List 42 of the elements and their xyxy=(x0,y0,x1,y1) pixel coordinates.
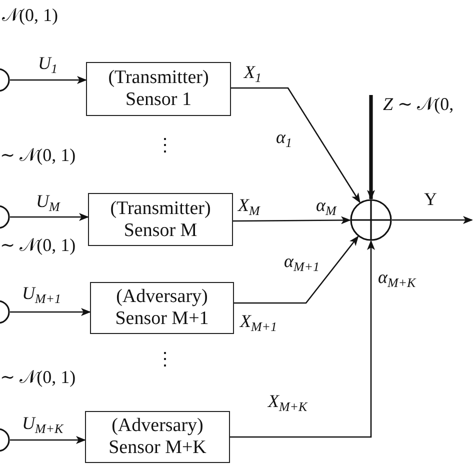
arrow xyxy=(10,76,87,84)
sensor-box xyxy=(86,62,231,116)
edge-label: U$_{1}$ xyxy=(38,54,58,76)
arrow xyxy=(392,216,473,224)
gain-label: ⋮ xyxy=(156,350,174,370)
arrow xyxy=(230,240,375,438)
gain-label: ∼ 𝒩(0, 1) xyxy=(0,368,76,388)
gain-label: ∼ 𝒩(0, 1) xyxy=(0,236,76,256)
thick-arrow xyxy=(367,95,375,200)
edge-label: X$_{M}$ xyxy=(238,196,260,218)
arrow xyxy=(231,87,360,204)
edge-label: X$_{M+1}$ xyxy=(240,312,278,334)
arrow xyxy=(10,213,89,221)
sensor-label: (Adversary) xyxy=(112,415,204,437)
gain-label: 𝒩(0, 1) xyxy=(2,6,58,26)
sensor-label: (Adversary) xyxy=(116,286,208,308)
sensor-label: Sensor M+K xyxy=(108,437,206,459)
gain-label: α$_{1}$ xyxy=(276,128,292,150)
edge-label: U$_{M+1}$ xyxy=(22,284,62,306)
edge-label: Z ∼ 𝒩(0, xyxy=(383,95,454,115)
sensor-label: Sensor 1 xyxy=(126,89,192,111)
gain-label: α$_{M+K}$ xyxy=(378,268,416,290)
sensor-box xyxy=(85,411,230,463)
sensor-label: Sensor M+1 xyxy=(115,308,209,330)
gain-label: α$_{M}$ xyxy=(316,196,336,218)
gain-label: ⋮ xyxy=(156,136,174,156)
arrow xyxy=(233,216,351,224)
edge-label: X$_{M+K}$ xyxy=(268,392,308,414)
gain-label: α$_{M+1}$ xyxy=(284,252,320,274)
arrow xyxy=(234,236,359,304)
edge-label: Y xyxy=(424,190,437,210)
sensor-box xyxy=(90,282,234,334)
sensor-label: (Transmitter) xyxy=(110,198,211,220)
arrow xyxy=(10,436,86,444)
arrow xyxy=(10,308,91,316)
edge-label: U$_{M}$ xyxy=(36,192,60,214)
edge-label: X$_{1}$ xyxy=(244,63,262,86)
gain-label: ∼ 𝒩(0, 1) xyxy=(0,146,76,166)
edge-label: U$_{M+K}$ xyxy=(22,414,64,436)
sensor-label: (Transmitter) xyxy=(108,67,209,89)
sensor-label: Sensor M xyxy=(124,220,198,242)
sensor-box xyxy=(88,193,233,246)
